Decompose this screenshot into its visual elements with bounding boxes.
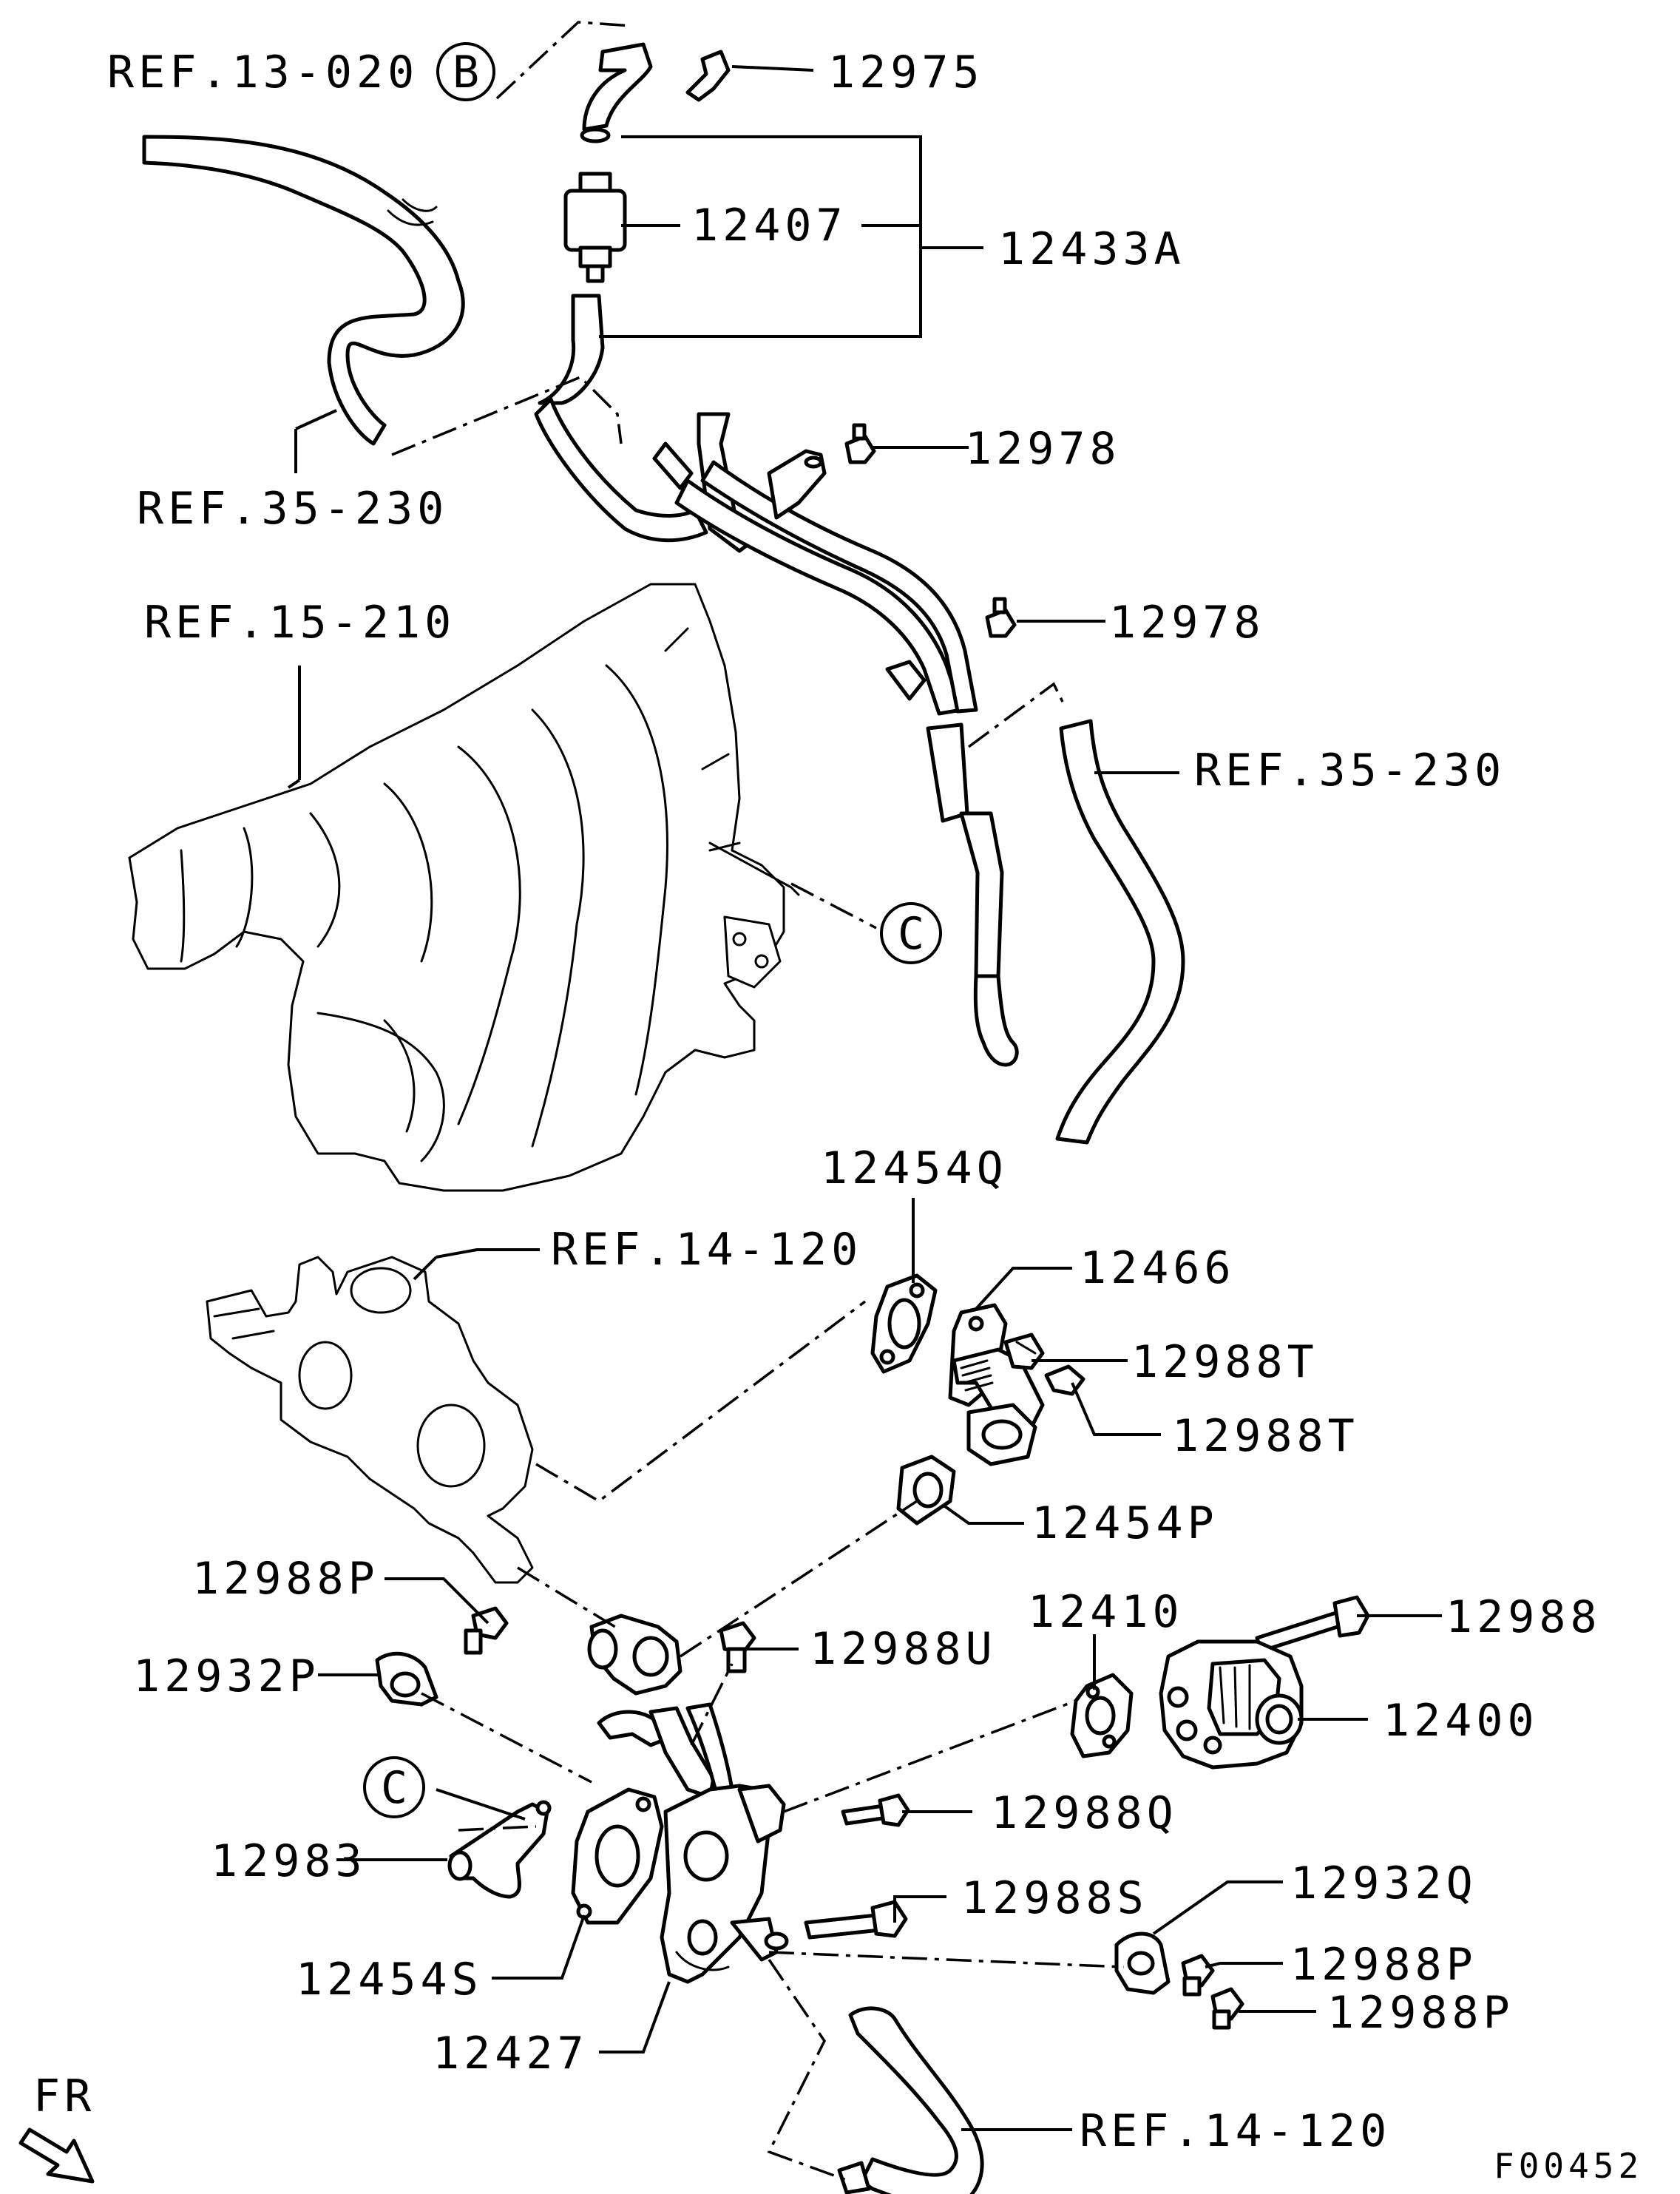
front-direction-arrow — [18, 2127, 95, 2184]
egr-valve-12400 — [1159, 1639, 1304, 1770]
pipe-12427 — [597, 1702, 789, 1984]
label-12983: 12983 — [211, 1835, 367, 1887]
vacuum-hose-lower — [538, 294, 605, 405]
callout-b-text: B — [453, 47, 479, 98]
label-12988s: 12988S — [961, 1872, 1148, 1924]
bolt-12988p-top — [464, 1606, 509, 1655]
label-ref-14-120-bottom: REF.14-120 — [1080, 2105, 1391, 2157]
label-12988t-a: 12988T — [1131, 1336, 1318, 1388]
hose-ref-14-120-bottom — [837, 2006, 984, 2194]
fitting-12983 — [447, 1800, 552, 1899]
bolt-12988p-bot — [1210, 1987, 1244, 2030]
bracket-12433a — [599, 135, 983, 338]
clamp-12932p — [375, 1651, 438, 1707]
label-12454p: 12454P — [1032, 1497, 1219, 1549]
bolt-12988t-b — [1044, 1364, 1085, 1396]
dashed-leaders — [391, 21, 1125, 2183]
label-12433a: 12433A — [998, 223, 1185, 275]
thermostat-housing-ref-14-120 — [206, 1256, 534, 1584]
label-12988q: 12988Q — [991, 1787, 1178, 1839]
gasket-12454s — [571, 1787, 664, 1925]
bolt-12988 — [1255, 1595, 1370, 1653]
gasket-12410 — [1070, 1673, 1134, 1758]
label-12988: 12988 — [1446, 1591, 1602, 1643]
bolt-12988q — [841, 1793, 910, 1827]
filter-12407 — [563, 172, 627, 283]
water-pipe-assembly — [534, 397, 1019, 1067]
label-12932p: 12932P — [133, 1650, 320, 1702]
pipe-12466 — [948, 1303, 1045, 1466]
bolt-12988p-mid — [1181, 1954, 1215, 1997]
intake-manifold-ref-15-210 — [128, 583, 800, 1192]
callout-c-bottom-text: C — [381, 1762, 407, 1814]
gasket-12454q — [870, 1273, 938, 1374]
label-fr: FR — [33, 2071, 95, 2122]
label-12466: 12466 — [1080, 1242, 1236, 1294]
label-12975: 12975 — [828, 47, 984, 98]
label-ref-35-230-right: REF.35-230 — [1194, 745, 1505, 796]
callout-c-top-text: C — [898, 908, 924, 960]
callout-b: B — [436, 42, 495, 101]
gasket-12454p — [896, 1455, 956, 1526]
label-ref-15-210: REF.15-210 — [144, 597, 455, 649]
label-12410: 12410 — [1028, 1586, 1184, 1638]
vacuum-hose-upper — [580, 42, 653, 143]
clamp-12932q — [1114, 1931, 1171, 1995]
label-ref-13-020: REF.13-020 — [107, 47, 419, 98]
egr-valve-body — [587, 1614, 682, 1696]
label-12400: 12400 — [1383, 1695, 1539, 1747]
bolt-12988t-a — [1003, 1333, 1045, 1370]
bolt-12978-mid — [985, 597, 1017, 638]
callout-c-bottom: C — [363, 1756, 425, 1818]
label-12454q: 12454Q — [821, 1142, 1008, 1194]
label-12454s: 12454S — [296, 1954, 483, 2005]
leader-lines — [287, 65, 1442, 2131]
bolt-12988u — [719, 1621, 756, 1673]
figure-code: F00452 — [1494, 2146, 1643, 2186]
hose-ref-35-230-right — [1055, 719, 1185, 1145]
label-12988p-top: 12988P — [192, 1553, 379, 1605]
label-12407: 12407 — [691, 200, 847, 251]
label-ref-14-120-top: REF.14-120 — [551, 1224, 862, 1276]
label-ref-35-230-left: REF.35-230 — [137, 483, 448, 535]
label-12988p-bot: 12988P — [1327, 1987, 1514, 2039]
label-12988p-mid: 12988P — [1290, 1939, 1477, 1991]
label-12427: 12427 — [433, 2028, 589, 2079]
label-12988u: 12988U — [810, 1623, 997, 1675]
clip-12975 — [685, 50, 731, 102]
label-12932q: 12932Q — [1290, 1858, 1477, 1909]
label-12978-mid: 12978 — [1109, 597, 1265, 649]
callout-c-top: C — [880, 902, 942, 964]
label-12978-top: 12978 — [965, 423, 1121, 475]
label-12988t-b: 12988T — [1172, 1410, 1359, 1462]
hose-ref-35-230-left — [142, 135, 465, 446]
bolt-12978-top — [844, 423, 876, 464]
bolt-12988s — [804, 1900, 908, 1940]
